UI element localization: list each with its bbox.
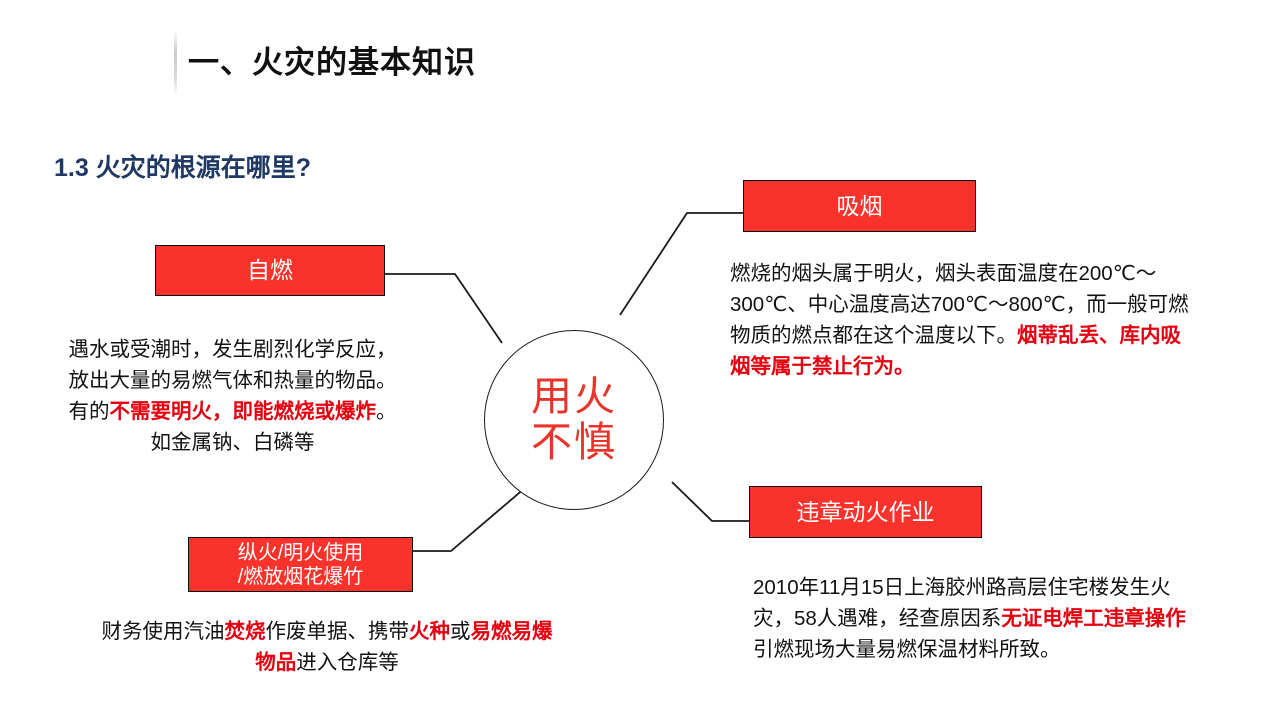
page-title: 一、火灾的基本知识 (188, 45, 476, 80)
label-box-zonghuo-line-1: 纵火/明火使用 (237, 541, 364, 564)
label-box-zonghuo[interactable]: 纵火/明火使用 /燃放烟花爆竹 (188, 537, 413, 592)
center-node-line-1: 用火 (531, 373, 617, 420)
text-run-1: 不需要明火，即能燃烧或爆炸 (109, 400, 377, 424)
text-run-4: 或 (450, 620, 471, 643)
center-node-line-2: 不慎 (531, 419, 617, 465)
label-box-weizhang[interactable]: 违章动火作业 (749, 486, 982, 538)
label-box-ziran-text: 自燃 (247, 257, 293, 284)
text-run-6: 进入仓库等 (296, 651, 399, 675)
label-box-xiyan-text: 吸烟 (836, 192, 883, 219)
paragraph-zonghuo: 财务使用汽油焚烧作废单据、携带火种或易燃易爆物品进入仓库等 (92, 616, 562, 678)
paragraph-weizhang: 2010年11月15日上海胶州路高层住宅楼发生火灾，58人遇难，经查原因系无证电… (753, 572, 1193, 665)
text-run-1: 焚烧 (224, 620, 266, 643)
label-box-ziran[interactable]: 自燃 (155, 245, 385, 296)
text-run-2: 作废单据、携带 (265, 620, 410, 643)
slide-header: 一、火灾的基本知识 (0, 0, 1280, 120)
paragraph-xiyan: 燃烧的烟头属于明火，烟头表面温度在200℃～300℃、中心温度高达700℃～80… (730, 258, 1192, 383)
label-box-weizhang-text: 违章动火作业 (796, 498, 935, 525)
text-run-0: 财务使用汽油 (101, 620, 225, 643)
header-accent-bar (174, 30, 177, 96)
text-run-0: 2010年11月15日上海胶州路高层住宅楼发生火灾，58人遇难，经查原因系 (753, 576, 1171, 631)
text-run-5: 易燃易爆物品 (255, 620, 553, 675)
connector-xiyan (619, 212, 743, 316)
label-box-xiyan[interactable]: 吸烟 (743, 180, 976, 232)
text-run-3: 火种 (409, 620, 450, 643)
label-box-zonghuo-line-2: /燃放烟花爆竹 (237, 565, 364, 588)
text-run-2: 引燃现场大量易燃保温材料所致。 (753, 638, 1061, 662)
text-run-0: 遇水或受潮时，发生剧烈化学反应，放出大量的易燃气体和热量的物品。有的 (68, 338, 397, 424)
text-run-1: 无证电焊工违章操作 (1001, 607, 1186, 631)
connector-zonghuo (413, 487, 526, 552)
connector-weizhang (671, 481, 749, 522)
text-run-1: 烟蒂乱丢、库内吸烟等属于禁止行为。 (730, 324, 1181, 379)
section-subtitle: 1.3 火灾的根源在哪里? (54, 154, 311, 182)
center-node-用火不慎: 用火 不慎 (484, 330, 664, 510)
text-run-2: 。如金属钠、白磷等 (150, 400, 397, 455)
text-run-0: 燃烧的烟头属于明火，烟头表面温度在200℃～300℃、中心温度高达700℃～80… (730, 262, 1189, 348)
paragraph-ziran: 遇水或受潮时，发生剧烈化学反应，放出大量的易燃气体和热量的物品。有的不需要明火，… (60, 334, 405, 459)
connector-ziran (385, 273, 503, 344)
